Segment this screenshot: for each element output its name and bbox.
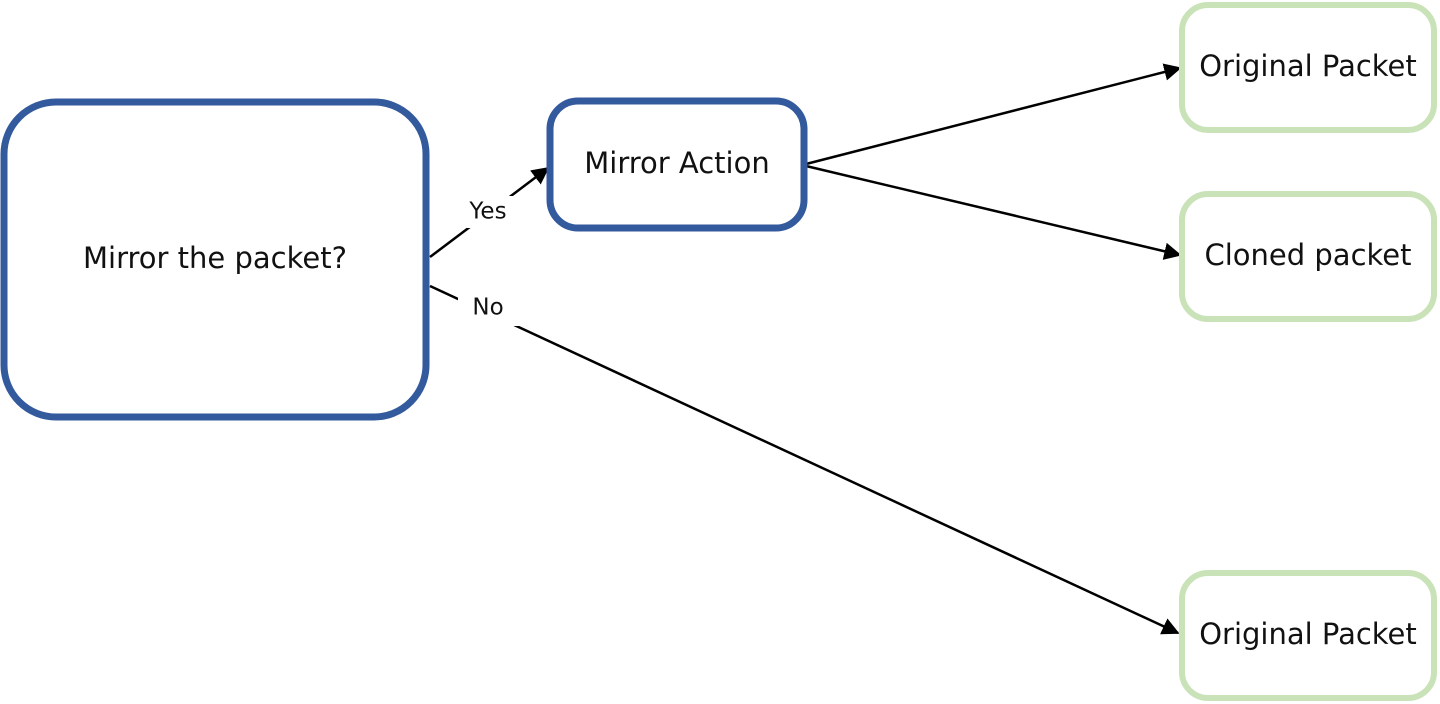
edge-no-label: No (472, 295, 503, 321)
mirror-action-node-label: Mirror Action (584, 146, 769, 180)
cloned-packet-node-label: Cloned packet (1205, 238, 1412, 272)
original-packet-top-node-box (1179, 2, 1437, 133)
edge-to-original-top (805, 63, 1182, 166)
edge-yes-label-bg (462, 196, 514, 228)
edge-to-cloned-line (805, 164, 1182, 260)
edge-no: No (429, 284, 1180, 635)
original-packet-bottom-node: Original Packet (1179, 570, 1437, 701)
original-packet-bottom-node-box (1179, 570, 1437, 701)
edge-no-line (429, 284, 1180, 635)
edge-no-label-bg (458, 290, 520, 326)
cloned-packet-node: Cloned packet (1179, 191, 1437, 322)
edge-yes: Yes (429, 166, 550, 258)
edge-yes-label: Yes (468, 199, 506, 225)
original-packet-top-node: Original Packet (1179, 2, 1437, 133)
original-packet-top-node-label: Original Packet (1199, 49, 1417, 83)
decision-node-label: Mirror the packet? (83, 241, 347, 275)
cloned-packet-node-box (1179, 191, 1437, 322)
mirror-action-node: Mirror Action (546, 97, 808, 232)
edge-to-cloned (805, 164, 1182, 260)
mirror-action-node-box (546, 97, 808, 232)
edge-to-original-top-line (805, 63, 1182, 166)
decision-node: Mirror the packet? (0, 98, 430, 421)
original-packet-bottom-node-label: Original Packet (1199, 617, 1417, 651)
decision-node-box (0, 98, 430, 421)
